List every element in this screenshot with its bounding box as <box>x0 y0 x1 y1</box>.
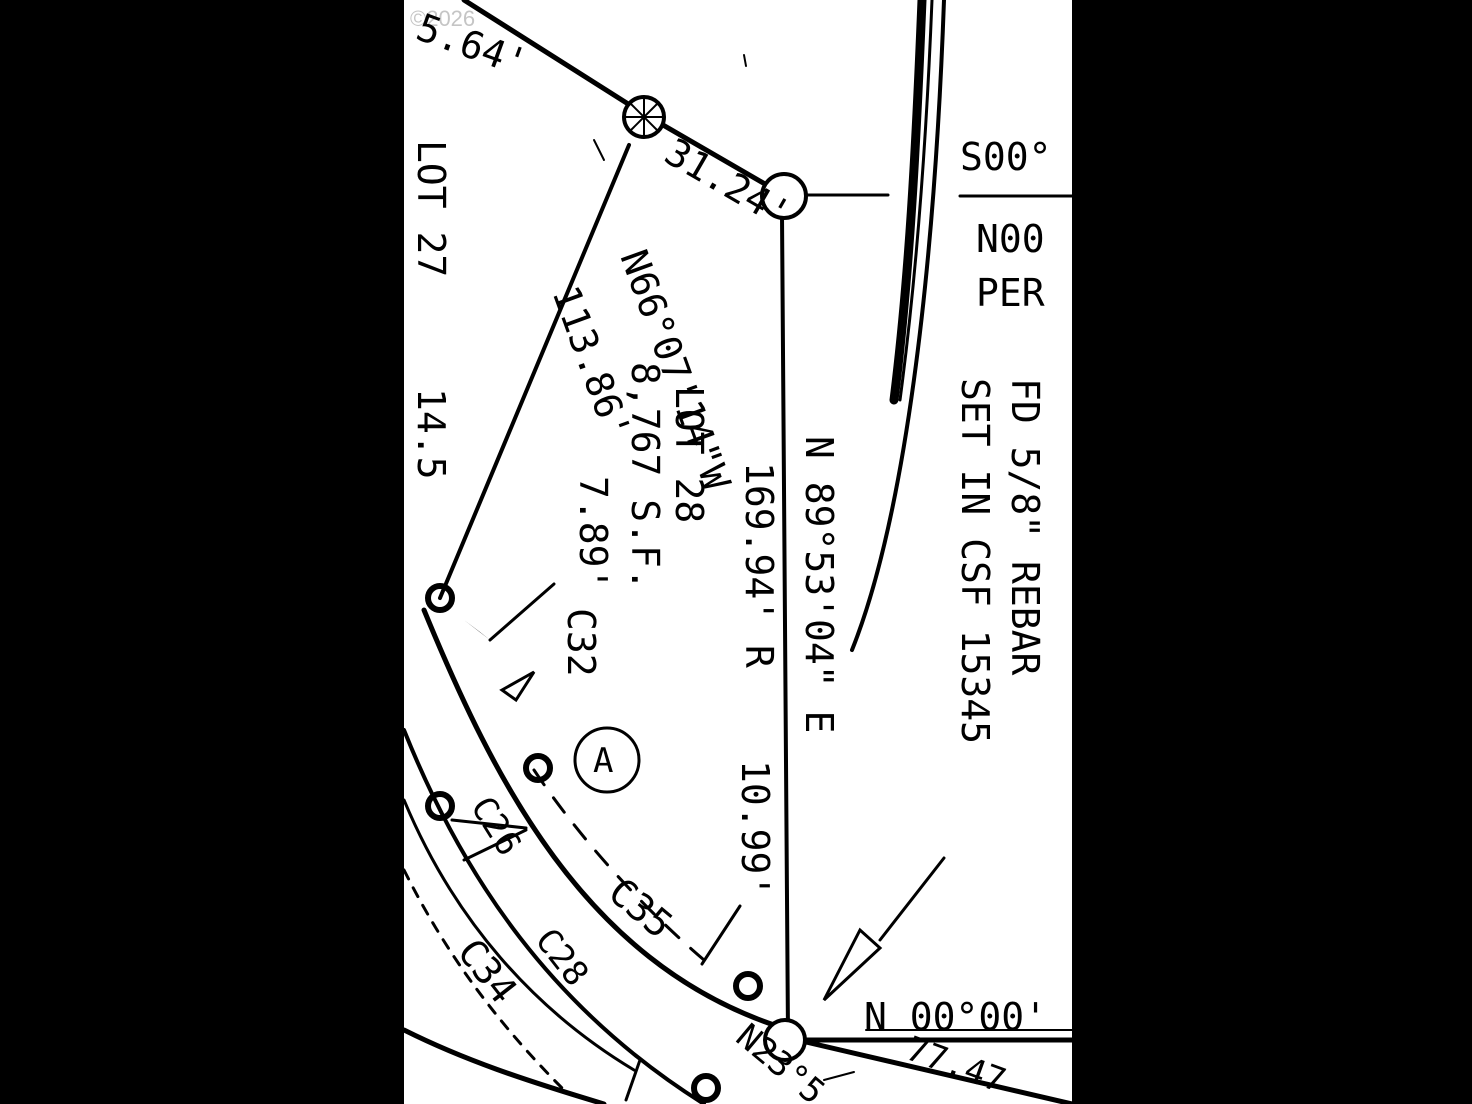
survey-plat: ©2026 5.64' 31.24' LOT 27 14.5 N66°07'14… <box>404 0 1072 1104</box>
tie-mark <box>450 818 528 830</box>
row-arc-1 <box>850 0 946 652</box>
monument-hatch <box>630 103 658 131</box>
leader-line <box>878 856 946 942</box>
monument-note-line-1: FD 5/8" REBAR <box>1003 378 1047 676</box>
top-right-bearing-2: N00 <box>976 217 1045 261</box>
curve-c34-label: C34 <box>449 930 526 1011</box>
curve-c35-dashed <box>532 768 706 962</box>
tie-mark-2 <box>462 828 528 862</box>
east-line-radius: 169.94' R <box>737 462 781 668</box>
monument-circle <box>760 172 808 220</box>
top-right-bearing-1: S00° <box>960 135 1052 179</box>
curve-c35-label: C35 <box>600 869 681 947</box>
point <box>425 791 455 821</box>
north-boundary-line <box>461 0 647 117</box>
arc-leader <box>488 582 556 642</box>
curve-c28-label: C28 <box>527 921 596 994</box>
southeast-line <box>803 1039 1072 1104</box>
curve-outer-arc <box>404 1027 607 1104</box>
row-arc-3 <box>898 0 934 402</box>
plat-drawing: ©2026 5.64' 31.24' LOT 27 14.5 N66°07'14… <box>404 0 1072 1104</box>
northeast-boundary-line <box>641 111 787 198</box>
east-tie-distance: 10.99' <box>733 760 777 897</box>
curve-c34-arc <box>404 728 706 1104</box>
c32-arrow <box>499 670 536 703</box>
east-line-bearing: N 89°53'04" E <box>797 436 841 733</box>
tick <box>593 139 605 161</box>
monument-circle <box>763 1018 807 1062</box>
point <box>425 583 455 613</box>
copyright: ©2026 <box>410 6 475 31</box>
tick <box>823 1071 855 1081</box>
point <box>733 971 763 1001</box>
bottom-tick <box>624 1058 642 1102</box>
top-right-note: PER <box>976 271 1045 315</box>
curve-c32-label: C32 <box>559 608 603 677</box>
arc-distance: 7.89' <box>571 476 615 590</box>
lot-28-label: LOT 28 <box>667 386 711 523</box>
lot-28-area: 8,767 S.F. <box>623 362 667 591</box>
point <box>523 753 553 783</box>
bottom-right-bearing: N 00°00' <box>864 995 1047 1039</box>
lot-27-distance: 14.5 <box>409 388 453 480</box>
row-arc-2 <box>889 0 927 405</box>
callout-a-label: A <box>593 741 613 781</box>
monument-arrow <box>822 927 883 1002</box>
curve-c32-arc <box>421 607 777 1028</box>
east-lot-line <box>780 213 790 1037</box>
c35-leader <box>700 904 742 966</box>
curve-c26-arc <box>404 798 636 1072</box>
lot-27-label: LOT 27 <box>409 140 453 277</box>
point <box>691 1073 721 1103</box>
arc-arrow <box>464 620 490 640</box>
callout-circle <box>573 726 641 794</box>
tick <box>743 54 747 67</box>
west-lot-line <box>438 143 631 600</box>
monument-note-line-2: SET IN CSF 15345 <box>953 378 997 744</box>
